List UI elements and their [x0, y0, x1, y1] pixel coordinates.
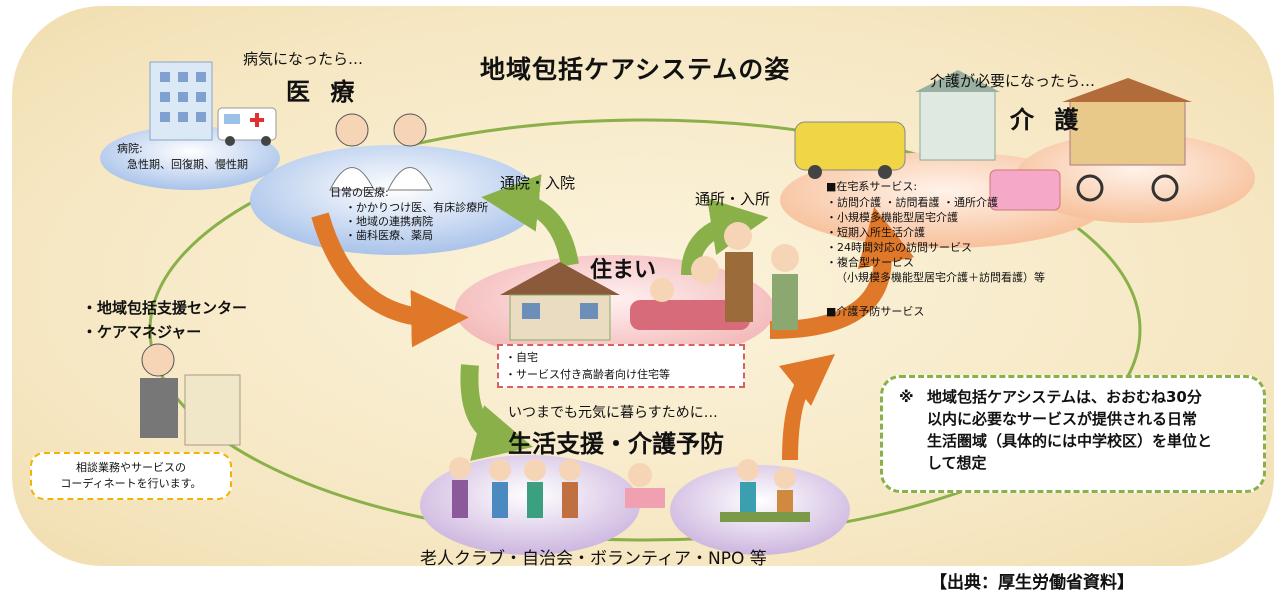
home-services-list: ・訪問介護 ・訪問看護 ・通所介護 ・小規模多機能型居宅介護 ・短期入所生活介護…	[826, 195, 1045, 285]
area-note-box: ※ 地域包括ケアシステムは、おおむね30分 以内に必要なサービスが提供される日常…	[880, 375, 1266, 493]
family-icon	[630, 222, 799, 330]
home-service-item: ・小規模多機能型居宅介護	[826, 211, 958, 224]
hospital-label: 病院:	[117, 142, 143, 155]
care-facility-icon	[915, 70, 1192, 166]
note-line: 生活圏域（具体的には中学校区）を単位と	[927, 432, 1213, 450]
home-title: 住まい	[590, 258, 657, 283]
community-groups: 老人クラブ・自治会・ボランティア・NPO 等	[420, 549, 767, 569]
care-van-icon	[794, 121, 906, 179]
volunteer-ellipse	[670, 465, 850, 555]
medical-heading-small: 病気になったら…	[243, 50, 364, 68]
arrow-home-to-care	[769, 206, 915, 339]
daily-care-title: 日常の医療:	[330, 186, 389, 199]
hospital-visit-label: 通院・入院	[500, 174, 576, 192]
note-line: して想定	[927, 454, 987, 472]
arrow-home-to-medical	[481, 174, 579, 267]
daily-care-list: ・かかりつけ医、有床診療所 ・地域の連携病院 ・歯科医療、薬局	[345, 201, 488, 243]
note-mark: ※	[899, 388, 914, 406]
home-service-item: ・24時間対応の訪問サービス	[826, 241, 972, 254]
house-icon	[500, 262, 620, 341]
source-citation: 【出典：厚生労働省資料】	[930, 573, 1134, 593]
community-ring	[148, 118, 1142, 542]
hospital-types: 急性期、回復期、慢性期	[127, 158, 248, 171]
home-item: ・サービス付き高齢者向け住宅等	[505, 368, 670, 381]
prevention-service: ■介護予防サービス	[826, 305, 925, 318]
support-note-box: 相談業務やサービスの コーディネートを行います。	[30, 452, 232, 500]
living-support-title: 生活支援・介護予防	[508, 430, 724, 458]
home-items-box: ・自宅 ・サービス付き高齢者向け住宅等	[497, 344, 745, 388]
note-line: 以内に必要なサービスが提供される日常	[927, 410, 1198, 428]
daily-care-item: ・かかりつけ医、有床診療所	[345, 201, 489, 214]
hospital-ellipse	[100, 126, 280, 190]
ambulance-icon	[217, 107, 277, 146]
volunteer-icon	[720, 459, 810, 522]
bathtub-icon	[989, 169, 1061, 211]
support-center-line: ・地域包括支援センター	[82, 299, 248, 317]
doctors-icon	[329, 113, 433, 191]
page-title: 地域包括ケアシステムの姿	[480, 55, 791, 84]
support-note-line: コーディネートを行います。	[60, 477, 202, 490]
medical-heading: 医 療	[286, 78, 361, 106]
elderly-club-icon	[449, 457, 665, 518]
daycare-visit-label: 通所・入所	[695, 190, 771, 208]
hospital-building-icon	[149, 61, 213, 141]
home-service-item: ・訪問介護 ・訪問看護 ・通所介護	[826, 196, 998, 209]
home-services-title: ■在宅系サービス:	[826, 180, 918, 193]
support-note-line: 相談業務やサービスの	[76, 461, 186, 474]
home-service-item: ・短期入所生活介護	[826, 226, 925, 239]
wheelchair-icon	[1076, 174, 1179, 202]
arrow-medical-to-home	[311, 212, 469, 348]
care-manager-icon	[140, 343, 241, 446]
note-line: 地域包括ケアシステムは、おおむね30分	[927, 388, 1202, 406]
arrow-home-to-daycare	[681, 198, 769, 276]
living-support-subtitle: いつまでも元気に暮らすために…	[508, 405, 718, 421]
home-service-item: （小規模多機能型居宅介護＋訪問看護）等	[836, 271, 1045, 284]
support-center-lines: ・地域包括支援センター ・ケアマネジャー	[82, 296, 247, 344]
note-lines: 地域包括ケアシステムは、おおむね30分 以内に必要なサービスが提供される日常 生…	[927, 386, 1212, 474]
home-item: ・自宅	[505, 351, 538, 364]
arrow-support-to-home	[779, 353, 835, 461]
care-heading-small: 介護が必要になったら…	[930, 72, 1096, 90]
support-center-line: ・ケアマネジャー	[82, 323, 202, 341]
home-service-item: ・複合型サービス	[826, 256, 914, 269]
daily-care-item: ・歯科医療、薬局	[345, 229, 433, 242]
arrow-home-to-support	[460, 364, 533, 461]
daily-care-item: ・地域の連携病院	[345, 215, 433, 228]
care-heading: 介 護	[1010, 106, 1085, 134]
